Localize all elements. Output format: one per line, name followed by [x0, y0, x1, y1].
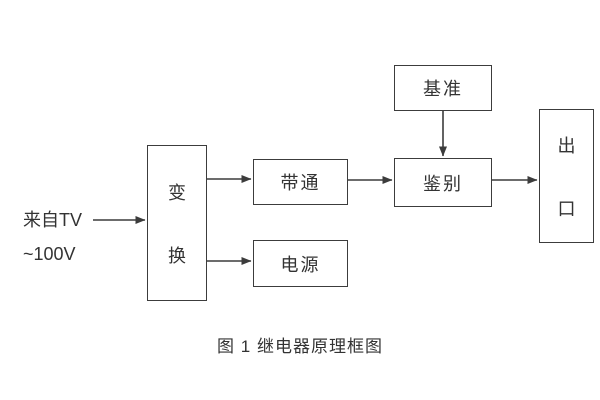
input-source-label: 来自TV ~100V — [23, 203, 82, 271]
block-reference: 基准 — [394, 65, 492, 111]
block-discriminator-label: 鉴别 — [423, 173, 463, 194]
figure-caption: 图 1 继电器原理框图 — [217, 337, 383, 356]
block-power-label: 电源 — [280, 254, 321, 275]
input-source-line2: ~100V — [23, 244, 76, 264]
block-transform-char1: 变 — [168, 182, 186, 203]
block-transform: 变 换 — [147, 145, 207, 301]
block-output-char2: 口 — [557, 198, 576, 219]
block-bandpass: 带通 — [253, 159, 348, 205]
input-source-line1: 来自TV — [23, 210, 83, 230]
block-bandpass-label: 带通 — [280, 173, 321, 193]
block-output: 出 口 — [539, 109, 594, 243]
block-discriminator: 鉴别 — [394, 158, 492, 207]
block-reference-label: 基准 — [423, 79, 463, 99]
block-output-char1: 出 — [557, 135, 576, 156]
block-power: 电源 — [253, 240, 348, 287]
block-transform-char2: 换 — [168, 245, 186, 266]
